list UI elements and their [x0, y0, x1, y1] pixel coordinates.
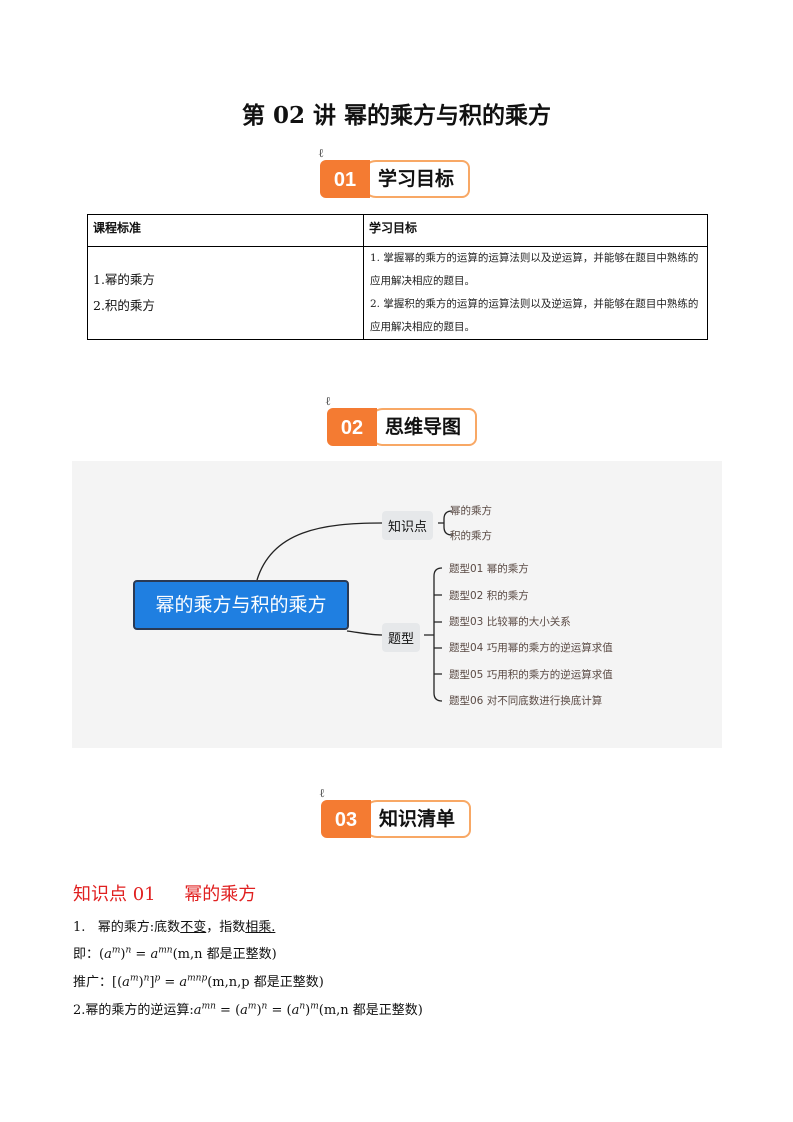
badge-number: 03	[321, 800, 371, 838]
section-badge-objectives: ℓ 学习目标 01	[318, 146, 472, 198]
curl-icon: ℓ	[325, 394, 331, 408]
mind-map-leaf: 幂的乘方	[450, 505, 492, 517]
badge-label: 思维导图	[369, 408, 477, 446]
section-badge-knowledge: ℓ 知识清单 03	[319, 786, 473, 838]
curl-icon: ℓ	[319, 786, 325, 800]
table-cell: 1. 掌握幂的乘方的运算的运算法则以及逆运算，并能够在题目中熟练的应用解决相应的…	[370, 252, 699, 287]
formula-line: 2.幂的乘方的逆运算:amn = (am)n = (an)m(m,n 都是正整数…	[73, 1001, 423, 1018]
badge-number: 02	[327, 408, 377, 446]
rule-line: 1. 幂的乘方:底数不变，指数相乘.	[73, 920, 276, 935]
badge-number: 01	[320, 160, 370, 198]
mind-map-leaf: 题型06 对不同底数进行换底计算	[449, 695, 603, 707]
mind-map-leaf: 题型04 巧用幂的乘方的逆运算求值	[449, 642, 613, 654]
mind-map-leaf: 题型01 幂的乘方	[449, 563, 529, 575]
formula-line: 即：(am)n = amn(m,n 都是正整数)	[73, 945, 277, 962]
mind-map-leaf: 题型03 比较幂的大小关系	[449, 616, 571, 628]
table-header: 课程标准	[87, 214, 364, 247]
formula-line: 推广：[(am)n]p = amnp(m,n,p 都是正整数)	[73, 973, 324, 990]
table-cell: 2.积的乘方	[93, 298, 155, 313]
table-header: 学习目标	[363, 214, 708, 247]
objectives-table: 课程标准学习目标 1.幂的乘方 2.积的乘方 1. 掌握幂的乘方的运算的运算法则以…	[87, 214, 708, 340]
knowledge-heading: 知识点 01 幂的乘方	[73, 884, 257, 905]
mind-map-leaf: 积的乘方	[450, 530, 492, 542]
mind-map-center-node: 幂的乘方与积的乘方	[133, 580, 349, 630]
section-badge-mindmap: ℓ 思维导图 02	[325, 394, 479, 446]
mind-map-branch-types: 题型	[382, 623, 421, 652]
mind-map-branch-knowledge: 知识点	[382, 511, 434, 540]
mind-map: 幂的乘方与积的乘方 知识点 题型 幂的乘方 积的乘方 题型01 幂的乘方 题型0…	[72, 461, 722, 748]
page-title: 第 02 讲 幂的乘方与积的乘方	[241, 102, 552, 129]
table-cell: 2. 掌握积的乘方的运算的运算法则以及逆运算，并能够在题目中熟练的应用解决相应的…	[370, 298, 699, 333]
badge-label: 知识清单	[363, 800, 471, 838]
mind-map-leaf: 题型05 巧用积的乘方的逆运算求值	[449, 669, 613, 681]
mind-map-connectors	[256, 510, 453, 702]
badge-label: 学习目标	[362, 160, 470, 198]
table-cell: 1.幂的乘方	[93, 272, 155, 287]
mind-map-leaf: 题型02 积的乘方	[449, 590, 529, 602]
curl-icon: ℓ	[318, 146, 324, 160]
